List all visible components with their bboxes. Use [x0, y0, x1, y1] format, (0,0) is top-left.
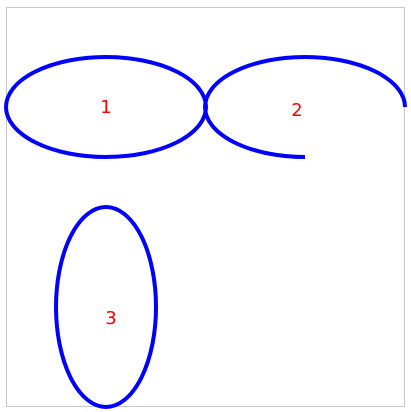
ellipse-3-label: 3	[105, 308, 116, 329]
ellipse-2-label: 2	[291, 100, 302, 121]
ellipse-1-label: 1	[100, 97, 111, 118]
ellipse-2-arc	[203, 55, 407, 159]
ellipse-3	[54, 205, 158, 409]
canvas-frame	[6, 7, 405, 407]
